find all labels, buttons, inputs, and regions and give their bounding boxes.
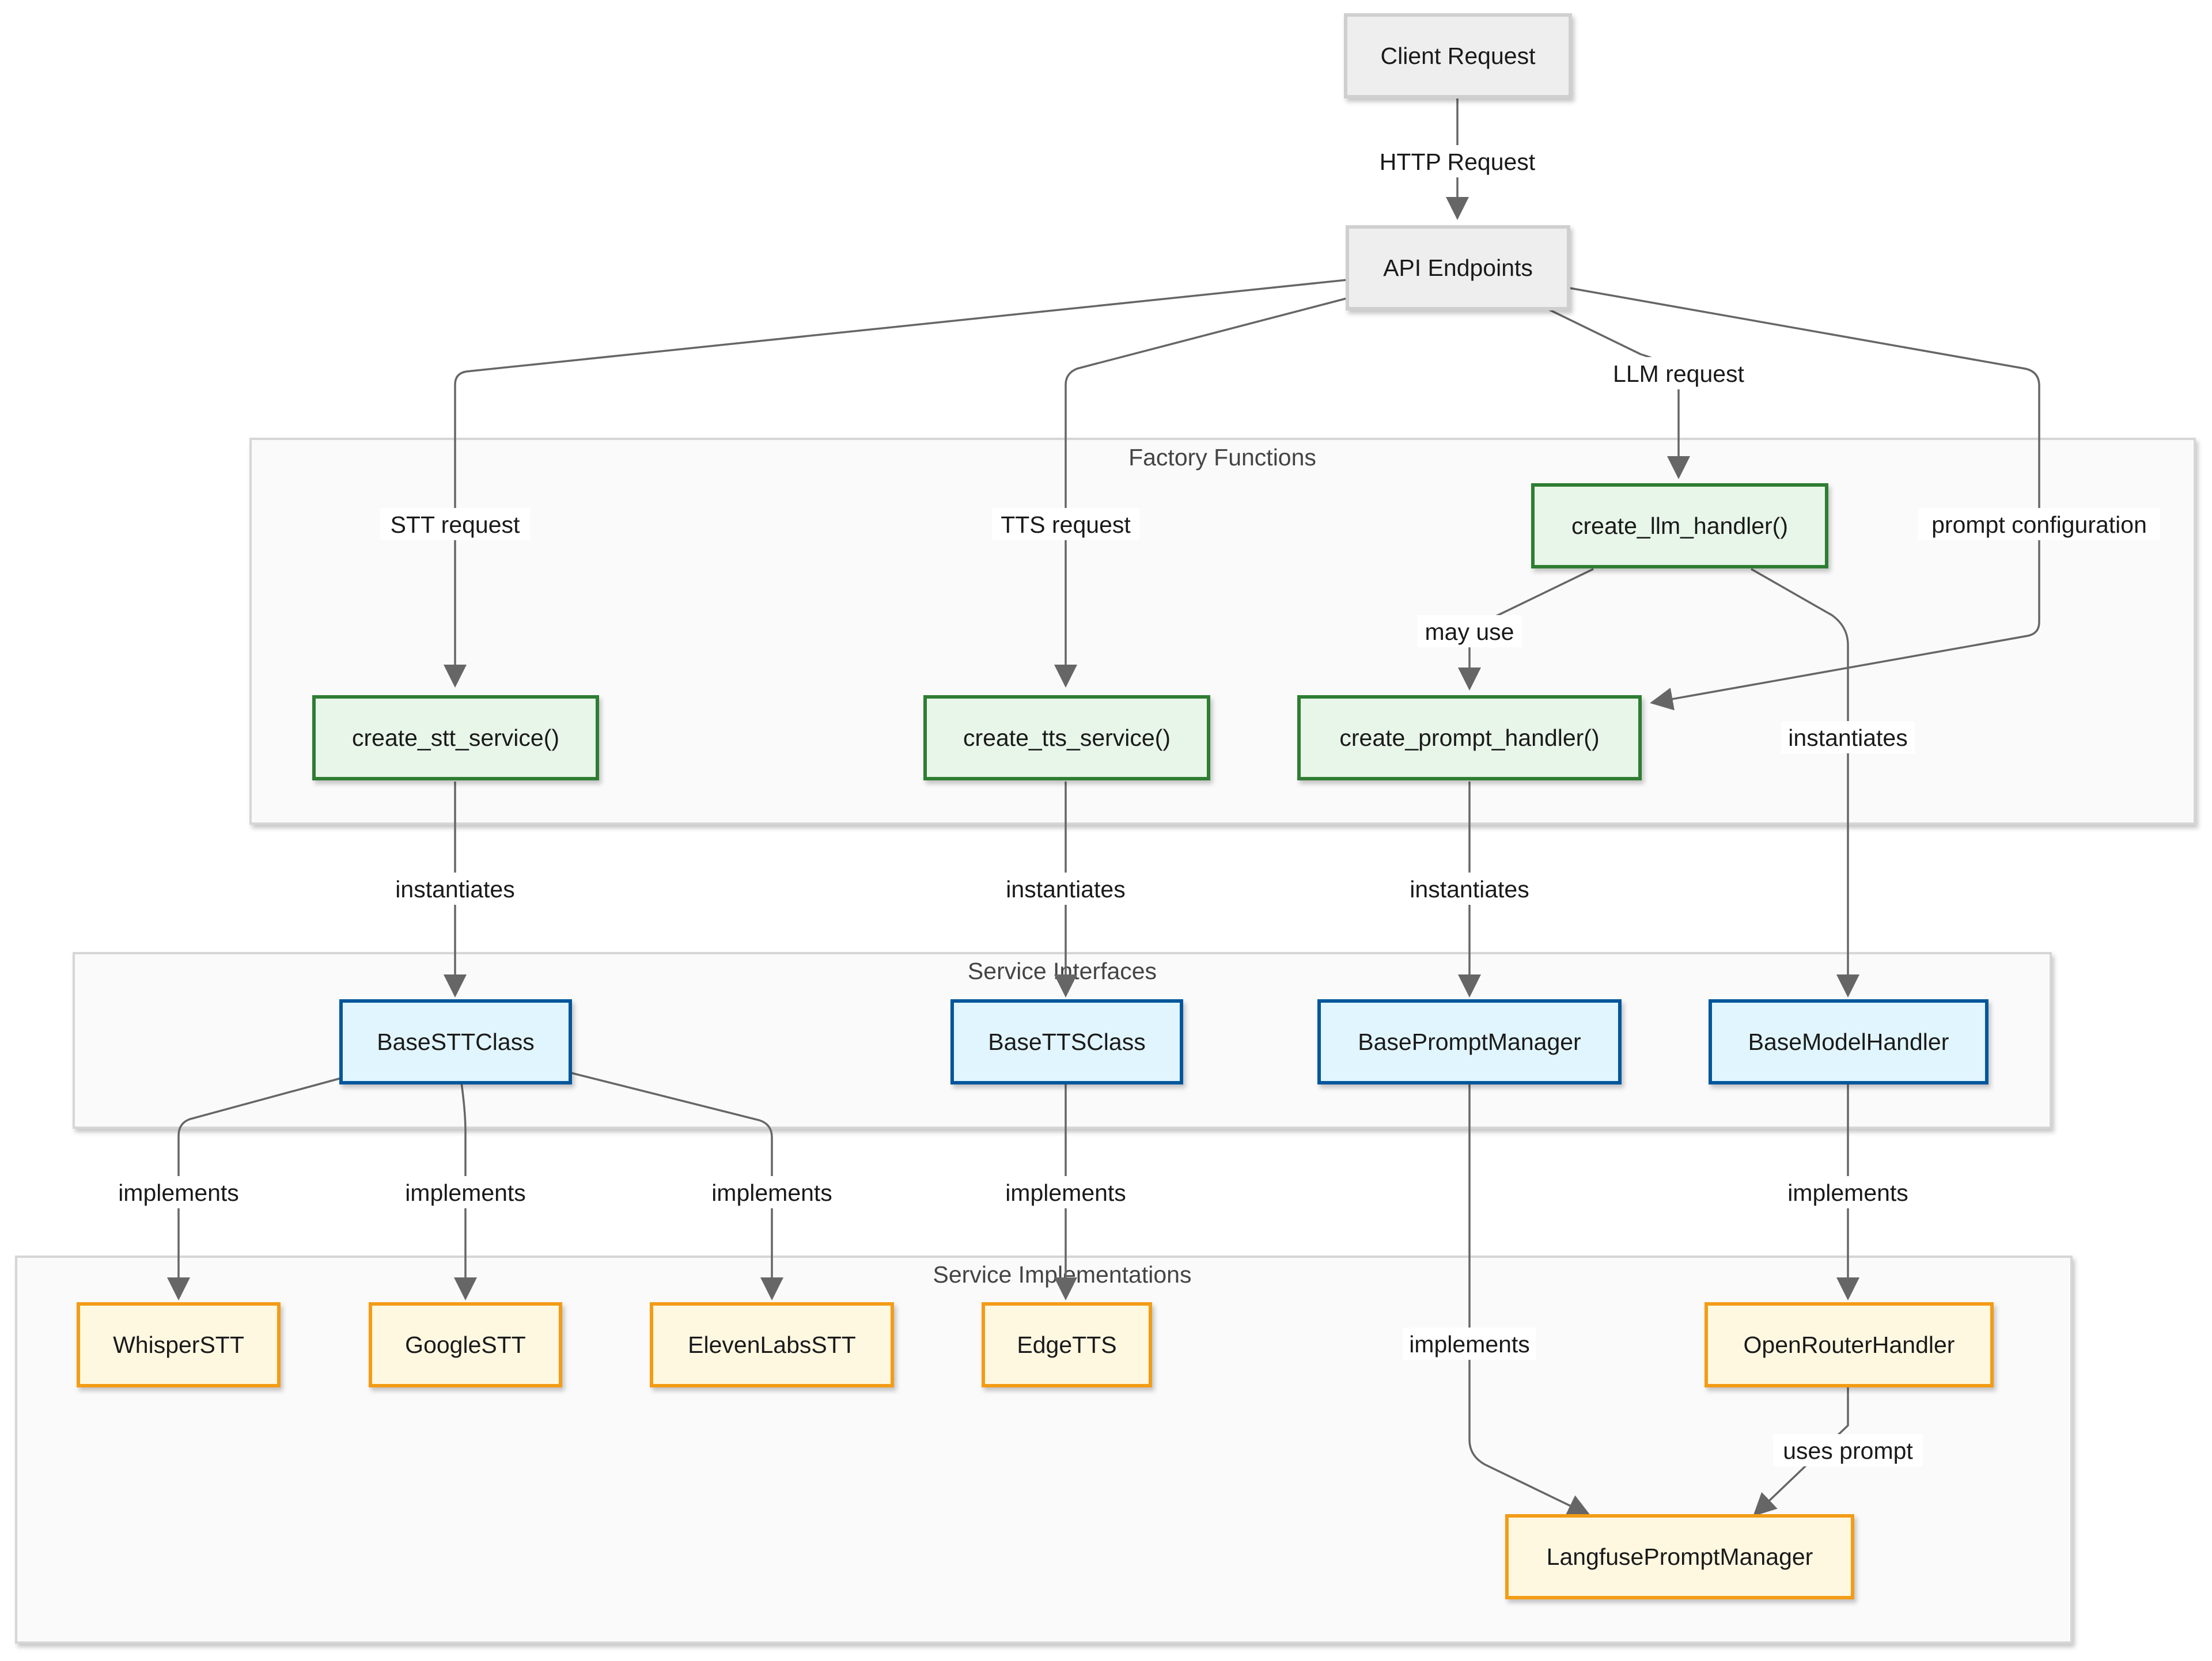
node-create-prompt-handler[interactable]: create_prompt_handler() <box>1297 695 1642 780</box>
node-base-model-handler-label: BaseModelHandler <box>1748 1029 1949 1055</box>
node-create-llm-handler-label: create_llm_handler() <box>1571 513 1788 539</box>
node-base-stt-class-label: BaseSTTClass <box>377 1029 534 1055</box>
edge-label-tts-instantiates: instantiates <box>999 873 1132 905</box>
node-create-tts-service-box[interactable] <box>923 695 1210 780</box>
node-google-stt-label: GoogleSTT <box>405 1332 526 1358</box>
node-create-prompt-handler-label: create_prompt_handler() <box>1339 725 1599 751</box>
node-client-request[interactable]: Client Request <box>1344 13 1572 98</box>
edge-openrouter-to-langfuse <box>1753 1386 1849 1516</box>
edge-api-to-stt <box>444 279 1347 688</box>
node-create-stt-service-label: create_stt_service() <box>352 725 559 751</box>
edge-label-stt-instantiates: instantiates <box>388 873 522 905</box>
node-google-stt-box[interactable] <box>369 1302 562 1387</box>
node-base-model-handler-box[interactable] <box>1709 999 1988 1084</box>
edge-label-langfuse-implements: implements <box>1403 1328 1536 1360</box>
svg-text:instantiates: instantiates <box>1006 876 1125 902</box>
node-base-prompt-manager-box[interactable] <box>1317 999 1622 1084</box>
edge-label-whisper-implements: implements <box>112 1176 245 1208</box>
svg-text:implements: implements <box>405 1180 526 1206</box>
node-elevenlabs-stt-box[interactable] <box>650 1302 894 1387</box>
node-create-tts-service-label: create_tts_service() <box>963 725 1171 751</box>
node-edge-tts[interactable]: EdgeTTS <box>982 1302 1152 1387</box>
edge-stt-to-whisper <box>167 1077 342 1300</box>
edge-label-tts-request: TTS request <box>992 508 1139 540</box>
edge-api-to-tts-main <box>1054 297 1347 688</box>
svg-text:implements: implements <box>1787 1180 1908 1206</box>
edge-api-to-prompt <box>1569 287 2040 711</box>
node-whisper-stt-box[interactable] <box>77 1302 281 1387</box>
cluster-factory-functions-label: Factory Functions <box>1128 444 1316 471</box>
node-create-prompt-handler-box[interactable] <box>1297 695 1642 780</box>
node-base-stt-class[interactable]: BaseSTTClass <box>339 999 572 1084</box>
node-base-prompt-manager[interactable]: BasePromptManager <box>1317 999 1622 1084</box>
svg-text:STT request: STT request <box>391 511 520 538</box>
edge-label-google-implements: implements <box>399 1176 532 1208</box>
edge-stt-to-elevenlabs <box>569 1071 783 1300</box>
edge-label-llm-instantiates: instantiates <box>1781 721 1915 753</box>
edge-label-elevenlabs-implements: implements <box>705 1176 839 1208</box>
node-whisper-stt-label: WhisperSTT <box>113 1332 244 1358</box>
node-create-llm-handler-box[interactable] <box>1531 483 1828 568</box>
edge-label-openrouter-implements: implements <box>1781 1176 1915 1208</box>
edge-labels: HTTP Request STT request TTS request LLM… <box>112 145 2160 1466</box>
svg-text:instantiates: instantiates <box>395 876 514 902</box>
node-elevenlabs-stt[interactable]: ElevenLabsSTT <box>650 1302 894 1387</box>
node-edge-tts-label: EdgeTTS <box>1017 1332 1116 1358</box>
svg-text:implements: implements <box>118 1180 239 1206</box>
node-edge-tts-box[interactable] <box>982 1302 1152 1387</box>
svg-text:LLM request: LLM request <box>1613 361 1745 387</box>
node-openrouter-handler-box[interactable] <box>1705 1302 1994 1387</box>
svg-text:implements: implements <box>711 1180 832 1206</box>
node-create-tts-service[interactable]: create_tts_service() <box>923 695 1210 780</box>
edge-label-prompt-configuration: prompt configuration <box>1918 508 2160 540</box>
node-base-prompt-manager-label: BasePromptManager <box>1358 1029 1581 1055</box>
node-whisper-stt[interactable]: WhisperSTT <box>77 1302 281 1387</box>
node-langfuse-prompt-manager[interactable]: LangfusePromptManager <box>1505 1514 1854 1599</box>
node-base-stt-class-box[interactable] <box>339 999 572 1084</box>
edge-label-llm-request: LLM request <box>1603 357 1755 389</box>
edge-label-prompt-instantiates: instantiates <box>1403 873 1536 905</box>
node-create-llm-handler[interactable]: create_llm_handler() <box>1531 483 1828 568</box>
edge-label-edge-implements: implements <box>999 1176 1132 1208</box>
node-api-endpoints-box[interactable] <box>1346 225 1570 310</box>
svg-text:implements: implements <box>1005 1180 1126 1206</box>
node-client-request-label: Client Request <box>1381 43 1536 69</box>
edge-label-uses-prompt: uses prompt <box>1773 1434 1923 1466</box>
edge-label-http-request: HTTP Request <box>1369 145 1546 177</box>
node-openrouter-handler-label: OpenRouterHandler <box>1744 1332 1955 1358</box>
node-base-tts-class[interactable]: BaseTTSClass <box>950 999 1183 1084</box>
edge-prompt-to-langfuse <box>1468 1083 1591 1516</box>
node-api-endpoints-label: API Endpoints <box>1383 255 1533 281</box>
svg-text:TTS request: TTS request <box>1001 511 1131 538</box>
node-openrouter-handler[interactable]: OpenRouterHandler <box>1705 1302 1994 1387</box>
svg-text:uses prompt: uses prompt <box>1783 1438 1913 1464</box>
node-api-endpoints[interactable]: API Endpoints <box>1346 225 1570 310</box>
node-base-tts-class-box[interactable] <box>950 999 1183 1084</box>
edge-label-stt-request: STT request <box>380 508 530 540</box>
edge-label-may-use: may use <box>1417 615 1522 647</box>
svg-text:instantiates: instantiates <box>1410 876 1529 902</box>
node-langfuse-prompt-manager-box[interactable] <box>1505 1514 1854 1599</box>
node-base-model-handler[interactable]: BaseModelHandler <box>1709 999 1988 1084</box>
node-langfuse-prompt-manager-label: LangfusePromptManager <box>1547 1544 1813 1570</box>
svg-text:may use: may use <box>1425 619 1514 645</box>
svg-text:instantiates: instantiates <box>1788 725 1907 751</box>
svg-text:prompt configuration: prompt configuration <box>1931 511 2147 538</box>
node-client-request-box[interactable] <box>1344 13 1572 98</box>
node-create-stt-service[interactable]: create_stt_service() <box>312 695 599 780</box>
svg-text:implements: implements <box>1409 1331 1530 1357</box>
node-create-stt-service-box[interactable] <box>312 695 599 780</box>
node-elevenlabs-stt-label: ElevenLabsSTT <box>688 1332 856 1358</box>
node-google-stt[interactable]: GoogleSTT <box>369 1302 562 1387</box>
node-base-tts-class-label: BaseTTSClass <box>988 1029 1145 1055</box>
edge-llm-to-model <box>1751 568 1859 998</box>
cluster-service-implementations-label: Service Implementations <box>933 1261 1192 1288</box>
edge-stt-to-google <box>454 1082 477 1300</box>
nodes: Client Request API Endpoints create_llm_… <box>77 13 1994 1599</box>
cluster-service-interfaces-label: Service Interfaces <box>968 958 1157 984</box>
svg-text:HTTP Request: HTTP Request <box>1380 149 1536 175</box>
